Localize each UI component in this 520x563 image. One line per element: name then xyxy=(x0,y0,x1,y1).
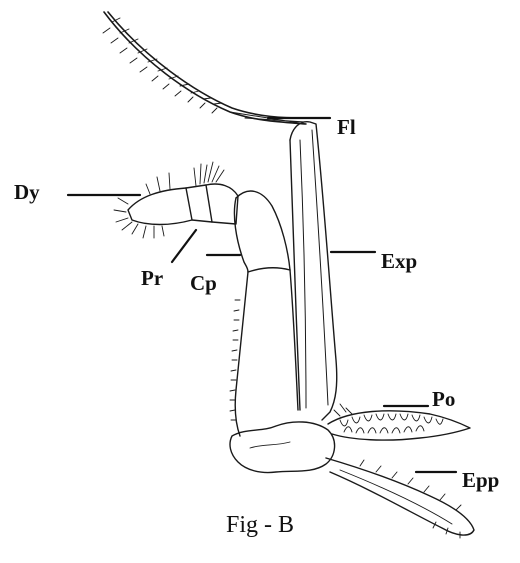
exopod xyxy=(290,122,375,420)
basal-coxa xyxy=(230,422,335,473)
flagellum xyxy=(103,12,330,124)
label-epp: Epp xyxy=(462,470,499,491)
label-dy: Dy xyxy=(14,182,40,203)
epipodite xyxy=(326,458,474,538)
carpus-segments xyxy=(207,191,298,436)
label-fl: Fl xyxy=(337,117,356,138)
label-exp: Exp xyxy=(381,251,417,272)
figure-caption: Fig - B xyxy=(226,513,294,537)
dactylus-and-propodus xyxy=(68,162,238,262)
label-cp: Cp xyxy=(190,273,217,294)
label-pr: Pr xyxy=(141,268,163,289)
label-po: Po xyxy=(432,389,455,410)
